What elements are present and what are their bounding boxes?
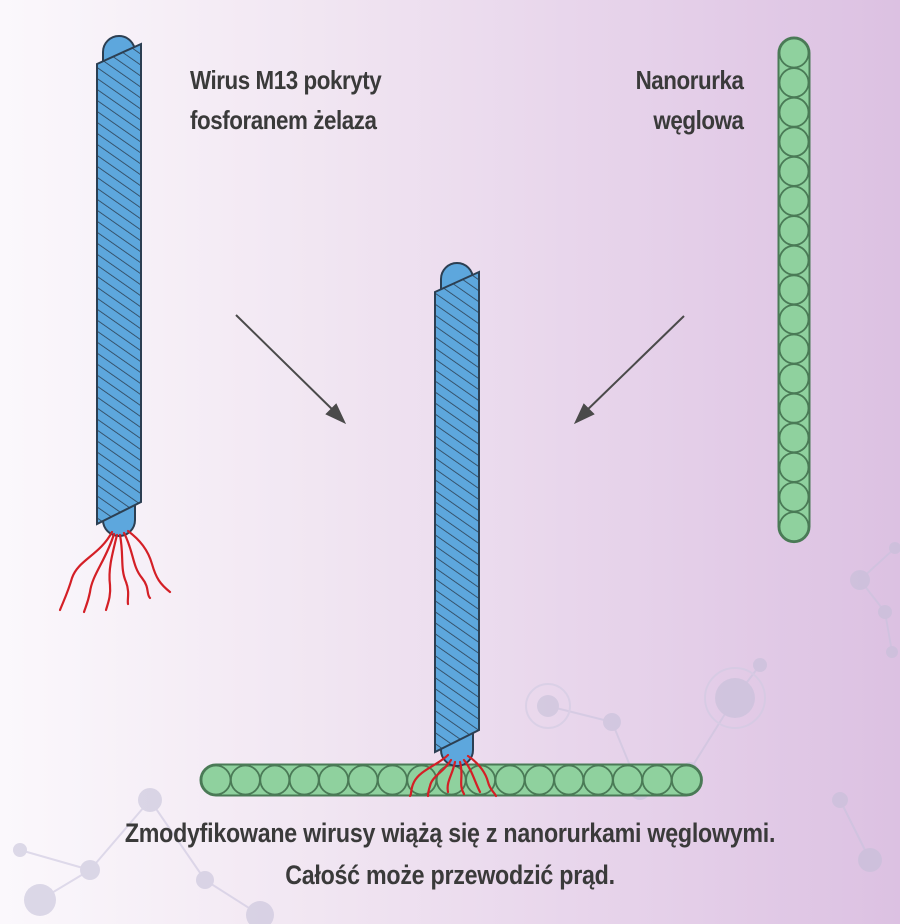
nanotube-ring bbox=[778, 274, 810, 306]
nanotube-ring bbox=[347, 764, 379, 796]
virus-label: Wirus M13 pokryty fosforanem żelaza bbox=[190, 60, 382, 140]
nanotube-ring bbox=[778, 481, 810, 513]
virus-label-line2: fosforanem żelaza bbox=[190, 105, 377, 135]
nanotube-ring bbox=[288, 764, 320, 796]
carbon-nanotube bbox=[777, 36, 811, 544]
arrow-left bbox=[235, 314, 347, 425]
nanotube-ring bbox=[200, 764, 232, 796]
nanotube-ring bbox=[778, 67, 810, 98]
nanotube-ring bbox=[778, 185, 810, 217]
caption: Zmodyfikowane wirusy wiążą się z nanorur… bbox=[63, 812, 837, 896]
nanotube-ring bbox=[778, 96, 810, 128]
caption-line2: Całość może przewodzić prąd. bbox=[285, 860, 615, 890]
virus-protein-tails bbox=[58, 529, 172, 614]
nanotube-ring bbox=[376, 764, 408, 796]
nanotube-ring bbox=[553, 764, 585, 796]
m13-virus-coated bbox=[58, 35, 172, 614]
nanotube-ring bbox=[612, 764, 643, 796]
nanotube-label-line1: Nanorurka bbox=[636, 65, 744, 95]
nanotube-ring bbox=[778, 451, 810, 483]
virus-label-line1: Wirus M13 pokryty bbox=[190, 65, 382, 95]
nanotube-ring bbox=[778, 37, 810, 69]
nanotube-ring bbox=[778, 244, 810, 276]
nanotube-ring bbox=[641, 764, 673, 796]
nanotube-ring bbox=[671, 764, 702, 796]
nanotube-ring bbox=[778, 126, 810, 158]
nanotube-ring bbox=[494, 764, 526, 796]
nanotube-ring bbox=[778, 422, 810, 454]
nanotube-ring bbox=[229, 764, 261, 796]
carbon-nanotube-horizontal bbox=[199, 763, 703, 797]
nanotube-label-line2: węglowa bbox=[653, 105, 745, 135]
nanotube-ring bbox=[778, 333, 810, 365]
nanotube-ring bbox=[318, 764, 350, 796]
nanotube-ring bbox=[582, 764, 614, 796]
nanotube-label: Nanorurka węglowa bbox=[636, 60, 744, 140]
nanotube-ring bbox=[778, 215, 810, 247]
nanotube-ring bbox=[778, 363, 810, 395]
nanotube-ring bbox=[778, 303, 810, 335]
nanotube-ring bbox=[778, 511, 810, 542]
arrow-right bbox=[573, 315, 685, 425]
virus-coated-body bbox=[434, 270, 480, 754]
virus-coated-body bbox=[96, 42, 142, 526]
m13-virus-bound bbox=[408, 262, 498, 798]
caption-line1: Zmodyfikowane wirusy wiążą się z nanorur… bbox=[124, 818, 776, 848]
nanotube-ring bbox=[259, 764, 291, 796]
nanotube-ring bbox=[524, 764, 555, 796]
nanotube-ring bbox=[778, 155, 810, 187]
virus-protein-tails bbox=[408, 753, 498, 798]
nanotube-ring bbox=[778, 392, 810, 424]
